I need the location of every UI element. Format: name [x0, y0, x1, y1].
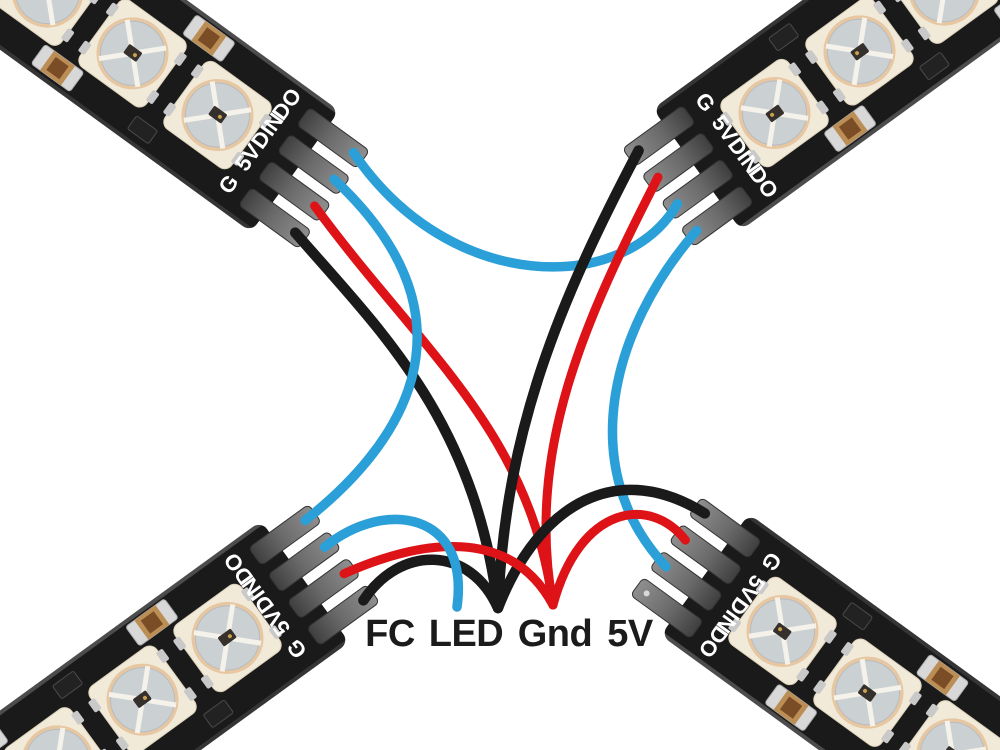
wire-power-topright [541, 172, 663, 610]
wire-ground-topright [492, 145, 644, 614]
wire-signal-fc-lead [319, 514, 464, 612]
led-strip-bottom-right: G 5V DIN DO [622, 486, 1000, 750]
led-strip-top-right: G 5V DIN DO [614, 0, 1000, 258]
led-strip-bottom-left: G 5V DIN DO [0, 493, 388, 750]
wire-power-bottomleft [339, 542, 558, 610]
wire-signal-topleft-do-to-topright-din [348, 147, 683, 272]
wire-ground-bottomright [492, 484, 711, 614]
lead-label-fc: FC [365, 613, 415, 655]
wire-signal-topright-do-to-bottomright-din [607, 225, 702, 572]
wire-ground-bottomleft [358, 554, 504, 614]
lead-label-led: LED [429, 613, 504, 655]
wire-ground-topleft [289, 227, 504, 614]
lead-label-5v: 5V [607, 613, 654, 655]
lead-label-gnd: Gnd [518, 613, 592, 655]
wire-signal-bottomleft-do-to-topleft-din [300, 174, 422, 526]
wire-power-bottomright [548, 509, 690, 610]
led-strip-top-left: G 5V DIN DO [0, 0, 378, 260]
